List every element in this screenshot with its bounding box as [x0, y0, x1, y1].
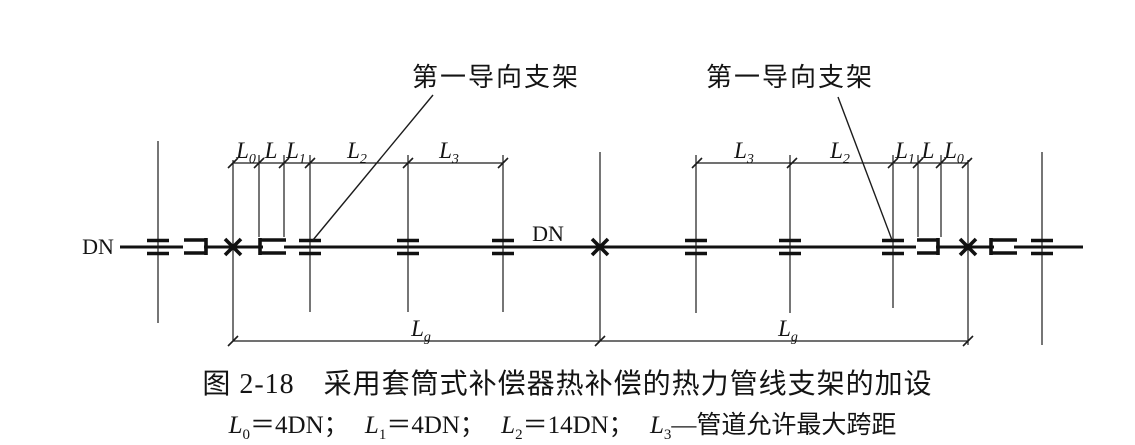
formula-l0: L0＝4DN； — [228, 412, 349, 443]
callout-first-guide-support-left: 第一导向支架 — [412, 63, 580, 93]
figure-caption-formula: L0＝4DN； L1＝4DN； L2＝14DN； L3—管道允许最大跨距 — [0, 405, 1135, 444]
span-label-lg-right: Lg — [777, 316, 798, 345]
dim-label-l-right: L — [921, 138, 935, 163]
guide-support — [147, 141, 169, 323]
figure-caption-title: 图 2-18 采用套筒式补偿器热补偿的热力管线支架的加设 — [202, 369, 933, 400]
dim-label-l3-left: L3 — [438, 138, 459, 167]
sleeve-compensator-right-a — [917, 238, 940, 255]
sleeve-gap — [183, 242, 204, 252]
formula-l2: L2＝14DN； — [501, 412, 634, 443]
dimension-line-left — [227, 157, 509, 169]
guide-support — [1031, 152, 1053, 345]
formula-l1: L1＝4DN； — [364, 412, 485, 443]
guide-support — [397, 155, 419, 312]
sleeve-gap — [994, 242, 1014, 252]
dim-label-l2-left: L2 — [346, 138, 367, 167]
span-dimension-right — [600, 335, 974, 347]
formula-l3: L3—管道允许最大跨距 — [649, 412, 897, 443]
anchor-support — [223, 160, 243, 341]
leader-line-right — [837, 96, 893, 241]
guide-support-first-left — [299, 155, 321, 312]
dim-label-l-left: L — [264, 138, 278, 163]
sleeve-compensator-left-b — [258, 238, 286, 255]
dim-label-l3-right: L3 — [733, 138, 754, 167]
sleeve-gap — [916, 242, 936, 252]
guide-support — [685, 155, 707, 313]
guide-support-first-right — [882, 155, 904, 308]
dim-label-l2-right: L2 — [829, 138, 850, 167]
dim-label-l1-left: L1 — [285, 138, 306, 167]
guide-support — [492, 155, 514, 312]
callout-first-guide-support-right: 第一导向支架 — [706, 63, 874, 93]
dim-label-l0-left: L0 — [235, 138, 256, 167]
dim-label-l0-right: L0 — [943, 138, 964, 167]
dim-label-l1-right: L1 — [894, 138, 915, 167]
span-label-lg-left: Lg — [410, 316, 431, 345]
anchor-support — [958, 160, 978, 345]
guide-support — [779, 155, 801, 313]
anchor-support — [590, 152, 610, 341]
sleeve-compensator-right-b — [989, 238, 1017, 255]
leader-line-left — [312, 94, 434, 241]
dimension-line-right — [691, 157, 973, 169]
sleeve-gap — [263, 242, 284, 252]
pipe-label-dn-mid: DN — [532, 221, 564, 246]
pipe-label-dn-left: DN — [82, 234, 114, 259]
sleeve-compensator-left-a — [184, 238, 208, 255]
